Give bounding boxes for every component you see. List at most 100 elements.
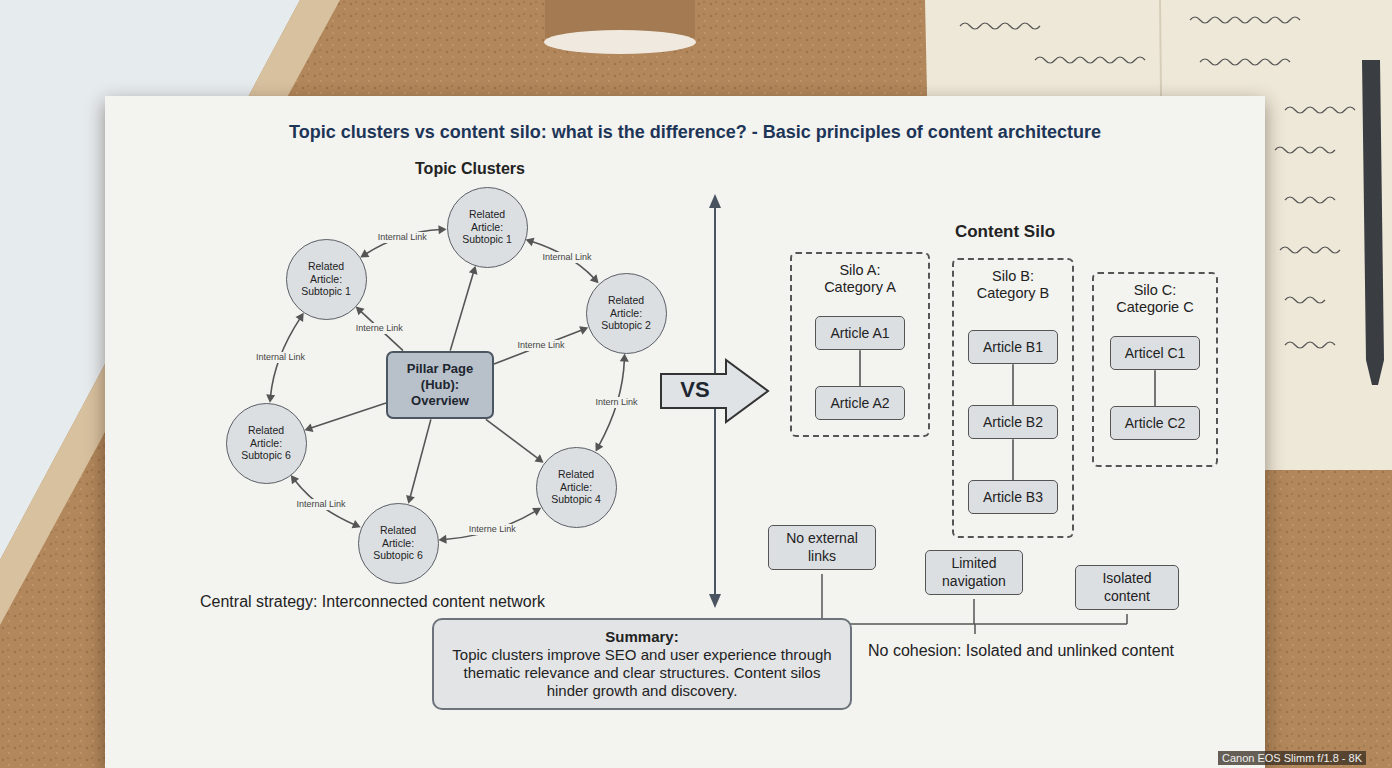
text-wrap: Related Article: Subtopic 1	[296, 260, 356, 298]
connector	[406, 419, 431, 503]
arrowhead	[469, 266, 478, 275]
arrowhead	[406, 495, 415, 504]
camera-watermark: Canon EOS Slimm f/1.8 - 8K	[1218, 751, 1366, 765]
link-label: Interne Link	[354, 323, 405, 334]
text-wrap: Related Article: Subtopic 4	[546, 468, 606, 506]
handwriting-stroke	[1200, 59, 1290, 65]
node-label: Limited navigation	[931, 555, 1017, 590]
article-circle: Related Article: Subtopic 6	[358, 503, 439, 584]
connector-line	[486, 419, 539, 459]
vs-arrow-shape	[660, 358, 770, 424]
handwriting-stroke	[960, 23, 1040, 29]
connector	[291, 475, 361, 528]
silo-group: Silo B: Category BArticle B1Article B2Ar…	[952, 258, 1074, 538]
article-circle: Related Article: Subtopic 6	[226, 403, 307, 484]
connector	[526, 238, 599, 284]
handwriting-stroke	[1285, 342, 1335, 348]
arrowhead	[352, 520, 361, 528]
article-box: Article A2	[815, 386, 905, 420]
handwriting-stroke	[1280, 247, 1340, 253]
section-heading: Content Silo	[905, 222, 1105, 242]
connector	[486, 419, 544, 462]
article-circle: Related Article: Subtopic 1	[447, 187, 528, 268]
node-label: Article B3	[973, 488, 1053, 506]
arrowhead	[620, 353, 629, 361]
node-label: Related Article: Subtopic 4	[546, 468, 606, 506]
connector-line	[1154, 370, 1156, 406]
article-circle: Related Article: Subtopic 4	[536, 447, 617, 528]
connector-line	[444, 511, 536, 540]
connector-line	[365, 230, 440, 255]
diagram-title: Topic clusters vs content silo: what is …	[165, 122, 1225, 143]
node-label: Related Article: Subtopic 6	[368, 524, 428, 562]
connector-line	[410, 419, 431, 498]
node-label: Isolated content	[1081, 570, 1173, 605]
node-label: Article C2	[1115, 414, 1195, 432]
node-label: Article B1	[973, 338, 1053, 356]
handwriting-stroke	[1275, 147, 1335, 153]
arrowhead	[526, 238, 535, 247]
connector	[1013, 364, 1014, 405]
text-wrap: Related Article: Subtopic 1	[457, 208, 517, 246]
article-box: Articel C1	[1110, 336, 1200, 370]
arrowhead	[304, 423, 313, 432]
node-label: Article A2	[820, 394, 900, 412]
handwriting-stroke	[1035, 57, 1145, 63]
arrowhead	[579, 326, 588, 334]
cup-base	[544, 30, 696, 54]
connector-line	[1012, 439, 1014, 480]
article-box: Article A1	[815, 316, 905, 350]
pen	[1362, 60, 1384, 385]
arrowhead	[266, 394, 275, 402]
node-label: Article A1	[820, 324, 900, 342]
arrowhead	[596, 442, 604, 451]
node-label: Related Article: Subtopic 1	[296, 260, 356, 298]
summary-box: Summary:Topic clusters improve SEO and u…	[432, 618, 852, 710]
link-label: Interne Link	[467, 524, 518, 535]
node-label: VS	[660, 377, 730, 403]
node-label: Articel C1	[1115, 344, 1195, 362]
section-heading: Topic Clusters	[400, 160, 540, 178]
divider-arrowhead	[709, 194, 721, 208]
connector-line	[531, 241, 594, 278]
connector-line	[1012, 364, 1014, 405]
arrowhead	[360, 249, 369, 257]
node-label: Pillar Page (Hub): Overview	[395, 361, 485, 410]
vs-arrow: VS	[660, 358, 770, 424]
arrowhead	[291, 475, 299, 484]
link-label: Internal Link	[295, 499, 348, 510]
divider-arrowhead	[709, 594, 721, 608]
text-wrap: Pillar Page (Hub): Overview	[395, 361, 485, 410]
connector-line	[859, 350, 861, 386]
link-label: Internal Link	[376, 232, 429, 243]
connector	[860, 350, 861, 386]
arrowhead	[535, 454, 544, 462]
node-label: Article B2	[973, 413, 1053, 431]
article-circle: Related Article: Subtopic 2	[586, 273, 667, 354]
issue-box: Limited navigation	[925, 550, 1023, 595]
issue-box: Isolated content	[1075, 565, 1179, 610]
connector	[494, 326, 588, 364]
vs-arrow-outline	[661, 360, 768, 422]
node-label: Related Article: Subtopic 2	[596, 294, 656, 332]
connector	[1013, 439, 1014, 480]
connector	[450, 266, 477, 351]
node-label: Silo C: Categorie C	[1105, 282, 1205, 317]
link-label: Internal Link	[254, 352, 307, 363]
silo-group: Silo C: Categorie C Articel C1 Article C2	[1092, 272, 1218, 467]
node-body: Topic clusters improve SEO and user expe…	[448, 646, 836, 700]
arrowhead	[438, 535, 446, 544]
silo-group: Silo A: Category A Article A1 Article A2	[790, 252, 930, 437]
connector	[438, 508, 541, 544]
text-wrap: Related Article: Subtopic 6	[368, 524, 428, 562]
link-label: Intern Link	[593, 397, 639, 408]
article-box: Article B2	[968, 405, 1058, 439]
handwriting-stroke	[1285, 197, 1335, 203]
connector-line	[450, 272, 474, 351]
node-label: Silo A: Category A	[810, 262, 910, 297]
pillar-box: Pillar Page (Hub): Overview	[386, 351, 494, 420]
strategy-note: Central strategy: Interconnected content…	[200, 593, 545, 611]
node-label: Related Article: Subtopic 1	[457, 208, 517, 246]
